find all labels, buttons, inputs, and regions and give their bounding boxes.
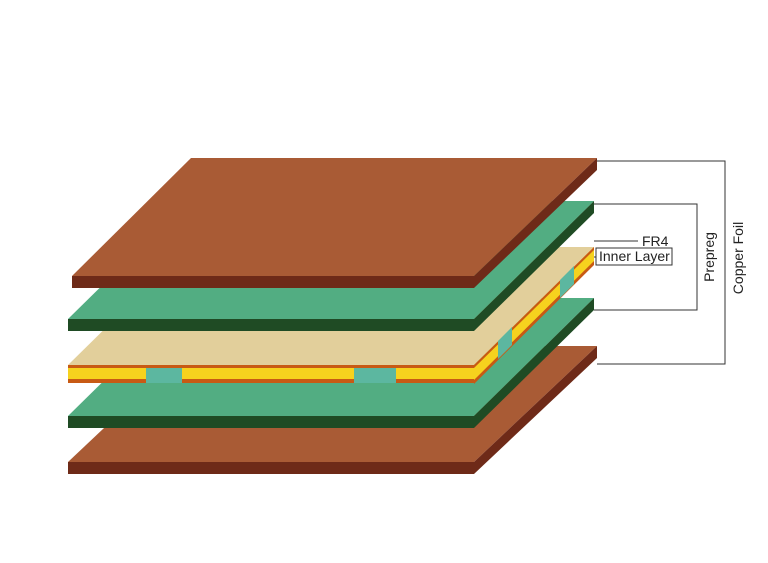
fr4-label: FR4 (642, 233, 669, 249)
inner-layer-label-box (595, 247, 673, 266)
copper-foil-bracket (597, 160, 726, 365)
top-copper-foil-layer (72, 158, 597, 288)
prepreg-bracket (594, 203, 698, 311)
inner-layer-label: Inner Layer (599, 248, 670, 264)
copper-foil-label: Copper Foil (730, 222, 746, 294)
prepreg-label: Prepreg (701, 232, 717, 282)
